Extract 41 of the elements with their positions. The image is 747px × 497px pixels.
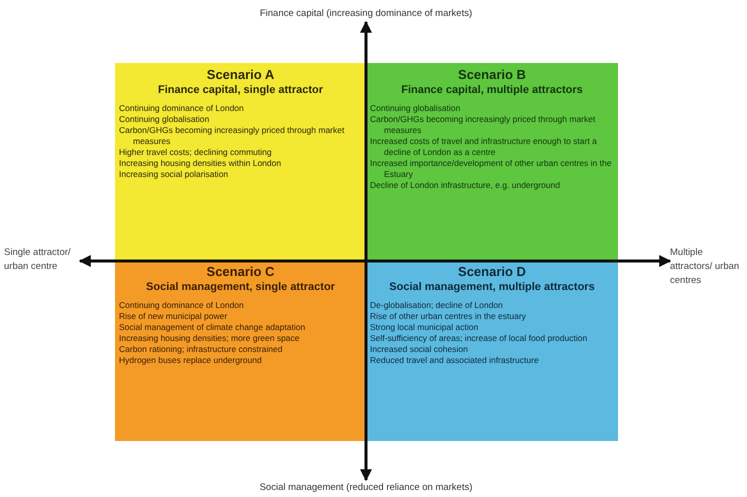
axis-label: Multiple attractors/ urban centres: [670, 244, 746, 290]
scenario-title: Scenario A: [206, 67, 276, 83]
scenario-subtitle: Social management, single attractor: [145, 280, 336, 294]
scenario-item: Rise of other urban centres in the estuary: [370, 311, 527, 322]
scenario-item: Carbon rationing; infrastructure constrained: [119, 344, 284, 355]
axis-label: Social management (reduced reliance on markets): [216, 480, 516, 496]
scenario-quadrant: [115, 63, 366, 260]
scenario-item: Continuing globalisation: [370, 103, 462, 114]
scenario-item: Higher travel costs; declining commuting: [119, 147, 273, 158]
scenario-item: Self-sufficiency of areas; increase of local food production: [370, 333, 588, 344]
scenario-item: Social management of climate change adaptation: [119, 322, 306, 333]
axis-label: Single attractor/ urban centre: [4, 244, 80, 290]
scenario-item: Increased costs of travel and infrastructure enough to start a decline of London as a centre: [370, 136, 598, 158]
scenario-item: Continuing dominance of London: [119, 103, 245, 114]
scenario-item: De-globalisation; decline of London: [370, 300, 504, 311]
axis-arrow: [78, 255, 672, 267]
scenario-title: Scenario C: [206, 264, 276, 280]
scenario-item: Strong local municipal action: [370, 322, 480, 333]
scenario-item: Hydrogen buses replace underground: [119, 355, 263, 366]
scenario-item: Continuing globalisation: [119, 114, 210, 125]
scenario-item: Rise of new municipal power: [119, 311, 228, 322]
scenario-item: Carbon/GHGs becoming increasingly priced through market measures: [370, 114, 596, 136]
scenario-title: Scenario D: [457, 264, 527, 280]
scenario-item: Decline of London infrastructure, e.g. underground: [370, 180, 561, 191]
scenario-item: Reduced travel and associated infrastructure: [370, 355, 540, 366]
scenario-item: Continuing dominance of London: [119, 300, 245, 311]
scenario-item: Carbon/GHGs becoming increasingly priced through market measures: [119, 125, 346, 147]
scenario-quadrant: [115, 260, 366, 441]
axis-arrow: [360, 20, 372, 482]
scenario-item: Increased social cohesion: [370, 344, 469, 355]
scenario-subtitle: Social management, multiple attractors: [388, 280, 596, 294]
scenario-item: Increasing housing densities within London: [119, 158, 282, 169]
scenario-title: Scenario B: [457, 67, 527, 83]
scenario-subtitle: Finance capital, single attractor: [156, 83, 324, 97]
axis-label: Finance capital (increasing dominance of markets): [216, 6, 516, 22]
scenario-item: Increasing social polarisation: [119, 169, 230, 180]
scenario-subtitle: Finance capital, multiple attractors: [400, 83, 584, 97]
scenario-quadrant: [366, 63, 618, 260]
scenario-item: Increased importance/development of other urban centres in the Estuary: [370, 158, 612, 180]
scenario-quadrant: [366, 260, 618, 441]
scenario-item: Increasing housing densities; more green space: [119, 333, 300, 344]
